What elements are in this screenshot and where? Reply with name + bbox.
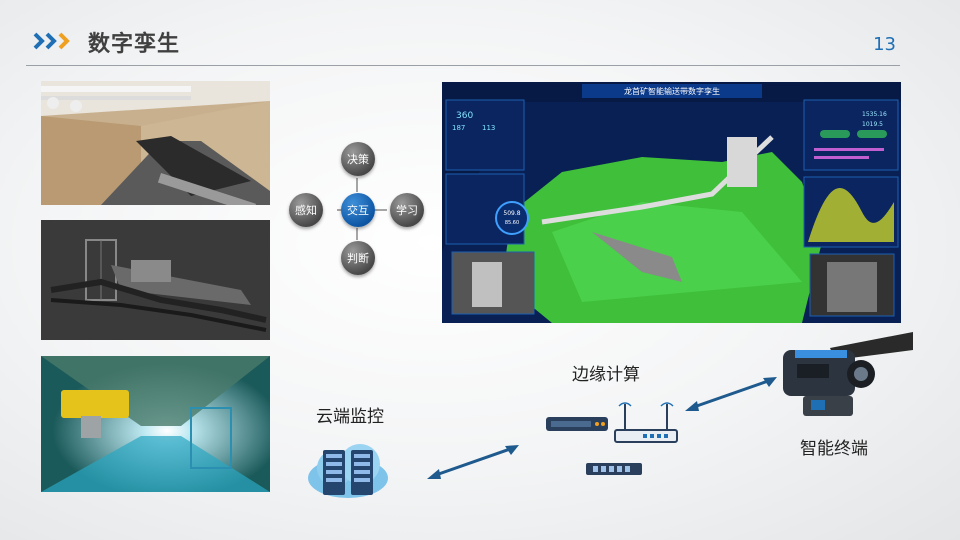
edge-terminal-arrow-icon (685, 377, 777, 411)
cloud-monitoring-label: 云端监控 (316, 407, 384, 427)
edge-switch-icon (586, 463, 642, 475)
dashboard-gauge-pct: 85.60 (505, 220, 519, 226)
smart-terminal-label: 智能终端 (800, 439, 868, 459)
edge-computing-label: 边缘计算 (572, 365, 640, 385)
cloud-edge-arrow-icon (427, 445, 519, 479)
dashboard-right-value-b: 1019.5 (862, 121, 883, 128)
edge-router-icon (546, 417, 608, 431)
dashboard-title: 龙首矿智能输送带数字孪生 (624, 86, 720, 96)
dashboard-gauge-value: 509.8 (503, 210, 520, 217)
dashboard-stat-value: 360 (456, 111, 473, 121)
chevron-logo-icon (33, 32, 70, 50)
cycle-node-learn: 学习 (390, 193, 424, 227)
tunnel-robot-image (41, 356, 270, 492)
cloud-server-icon (308, 444, 388, 498)
cycle-connectors (337, 178, 387, 240)
dashboard-stat-a: 187 (452, 124, 465, 132)
header-divider (26, 65, 900, 66)
cycle-node-decide: 决策 (341, 142, 375, 176)
edge-gateway-icon (614, 402, 678, 443)
3d-model-image (41, 220, 270, 340)
dashboard-stat-b: 113 (482, 124, 495, 132)
page-title: 数字孪生 (88, 32, 181, 57)
cycle-node-judge: 判断 (341, 241, 375, 275)
dashboard-right-value-a: 1535.16 (862, 111, 887, 118)
page-number: 13 (873, 34, 896, 55)
cycle-node-perceive: 感知 (289, 193, 323, 227)
smart-terminal-device-icon (783, 332, 913, 416)
conveyor-corridor-image (41, 81, 270, 205)
digital-twin-dashboard-image: 龙首矿智能输送带数字孪生 360 187 113 509.8 85.60 153… (442, 82, 901, 323)
cycle-node-interact: 交互 (341, 193, 375, 227)
